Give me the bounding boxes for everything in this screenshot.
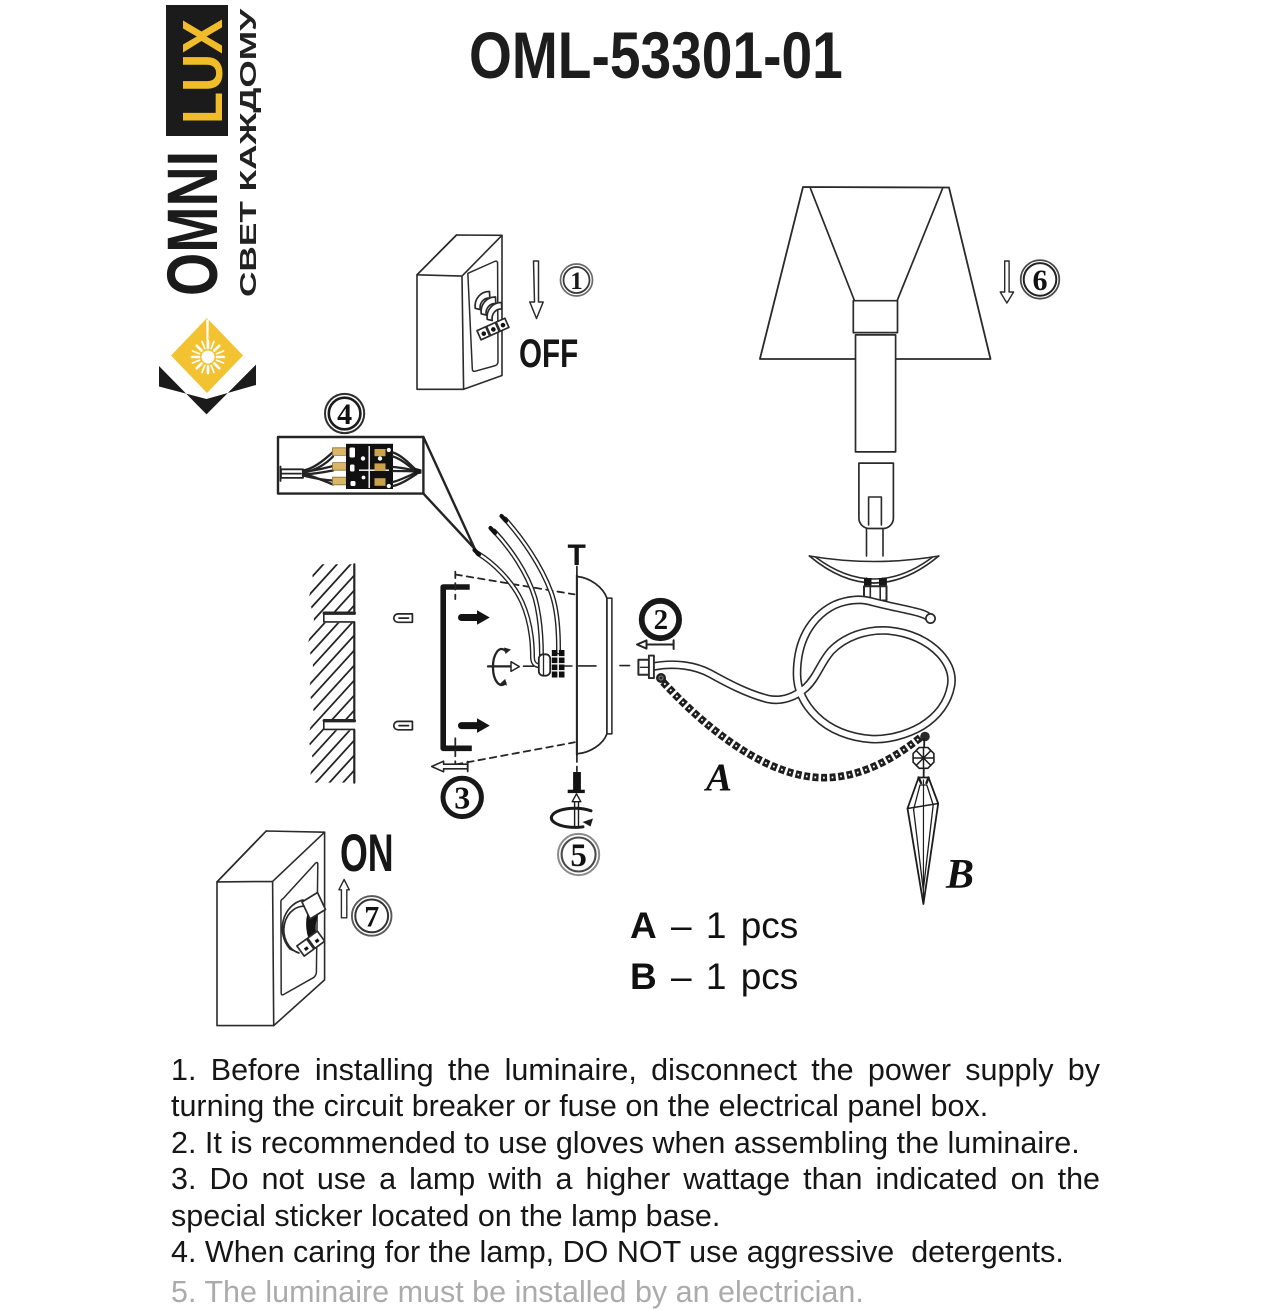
svg-text:2: 2 [654,604,669,636]
svg-text:4: 4 [337,398,352,431]
svg-text:T: T [568,539,586,572]
svg-text:7: 7 [364,901,379,934]
svg-text:B: B [945,852,974,898]
svg-text:3: 3 [454,780,470,816]
svg-text:LUX: LUX [171,19,235,124]
svg-text:1: 1 [570,268,583,295]
svg-text:6: 6 [1033,264,1048,297]
svg-text:5: 5 [570,838,587,874]
svg-text:OFF: OFF [519,332,578,376]
svg-text:ON: ON [340,823,394,883]
svg-text:A: A [703,756,732,799]
svg-text:OMNI: OMNI [154,151,233,296]
svg-text:СВЕТ КАЖДОМУ: СВЕТ КАЖДОМУ [235,8,261,297]
